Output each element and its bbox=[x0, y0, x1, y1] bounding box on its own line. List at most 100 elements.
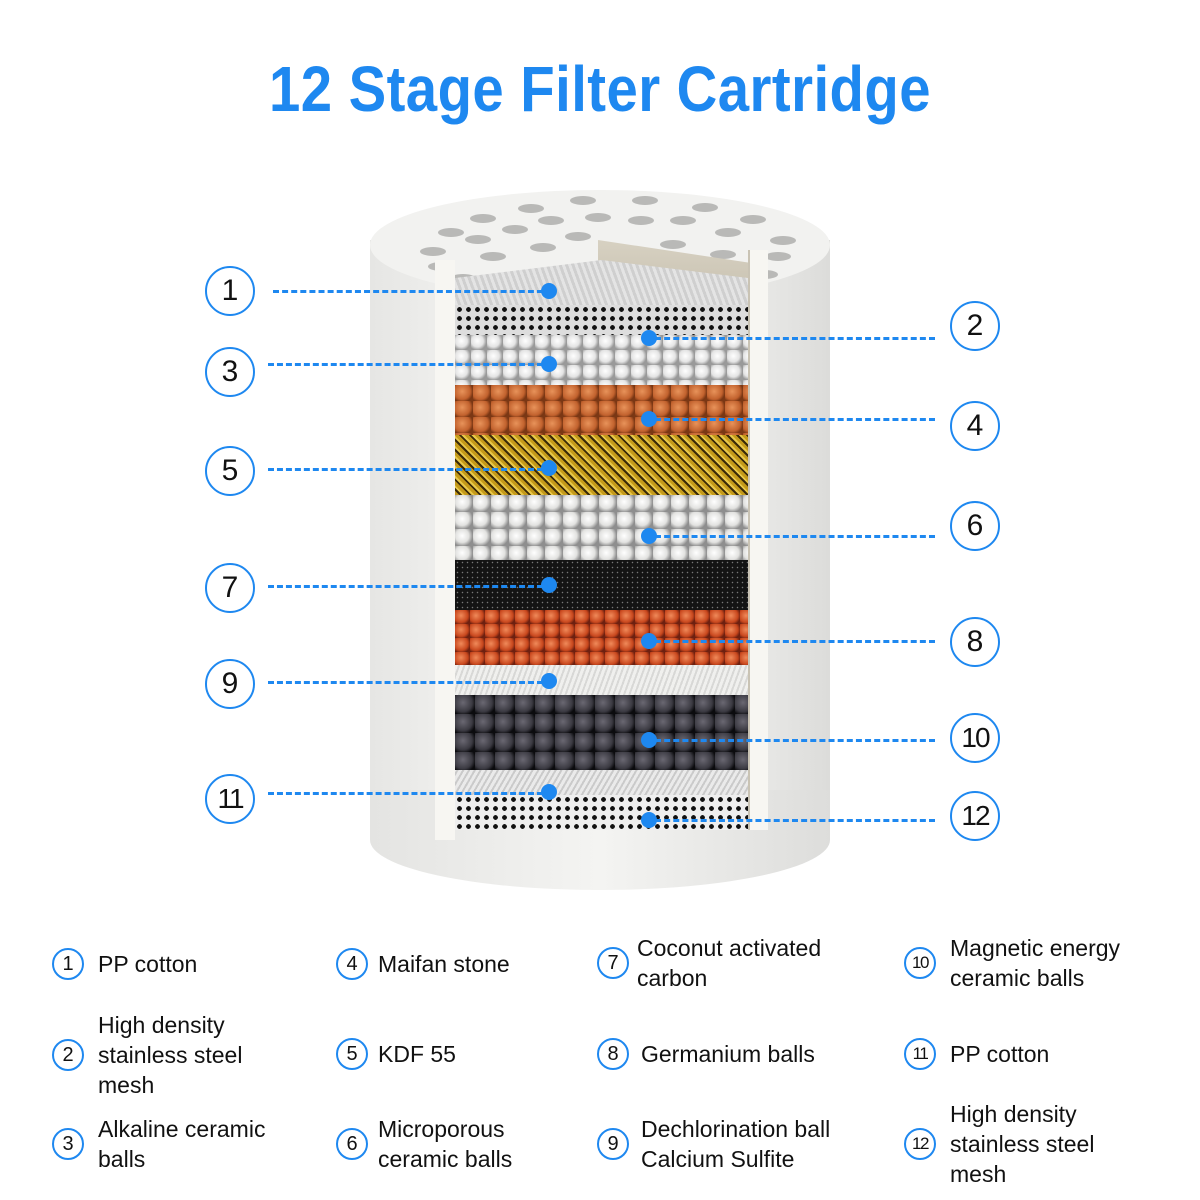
leader-line bbox=[655, 739, 935, 742]
callout-number-badge: 11 bbox=[205, 774, 255, 824]
cutaway-wall-left bbox=[435, 260, 455, 840]
cap-hole bbox=[530, 243, 556, 252]
legend-item-2: 2 High density stainless steel mesh bbox=[52, 1010, 298, 1100]
marker-dot bbox=[641, 411, 657, 427]
legend-item-11: 11 PP cotton bbox=[904, 1038, 1049, 1070]
cap-hole bbox=[715, 228, 741, 237]
callout-number-badge: 7 bbox=[205, 563, 255, 613]
page-title: 12 Stage Filter Cartridge bbox=[268, 53, 932, 125]
layer-microporous-ceramic-balls bbox=[455, 495, 748, 560]
callout-number-badge: 4 bbox=[950, 401, 1000, 451]
layer-kdf55 bbox=[455, 435, 748, 495]
cap-hole bbox=[628, 216, 654, 225]
legend-number-badge: 6 bbox=[336, 1128, 368, 1160]
cap-hole bbox=[585, 213, 611, 222]
legend-item-5: 5 KDF 55 bbox=[336, 1038, 456, 1070]
legend-label: High density stainless steel mesh bbox=[98, 1012, 243, 1098]
marker-dot bbox=[541, 283, 557, 299]
callout-number-badge: 3 bbox=[205, 347, 255, 397]
callout-number-badge: 2 bbox=[950, 301, 1000, 351]
legend-number-badge: 5 bbox=[336, 1038, 368, 1070]
cap-hole bbox=[770, 236, 796, 245]
leader-line bbox=[268, 468, 543, 471]
cap-hole bbox=[502, 225, 528, 234]
legend-label: Germanium balls bbox=[641, 1041, 815, 1067]
leader-line bbox=[655, 819, 935, 822]
marker-dot bbox=[641, 732, 657, 748]
cap-hole bbox=[565, 232, 591, 241]
legend-label: PP cotton bbox=[950, 1041, 1050, 1067]
legend-label: High density stainless steel mesh bbox=[950, 1101, 1095, 1187]
cap-hole bbox=[438, 228, 464, 237]
legend-label: Magnetic energy ceramic balls bbox=[950, 935, 1121, 991]
legend-number-badge: 9 bbox=[597, 1128, 629, 1160]
cap-hole bbox=[670, 216, 696, 225]
marker-dot bbox=[641, 330, 657, 346]
layer-maifan-stone bbox=[455, 385, 748, 435]
cap-hole bbox=[570, 196, 596, 205]
legend-number-badge: 12 bbox=[904, 1128, 936, 1160]
callout-number-badge: 5 bbox=[205, 446, 255, 496]
marker-dot bbox=[541, 356, 557, 372]
layer-pp-cotton-bottom bbox=[455, 770, 748, 795]
legend-item-12: 12 High density stainless steel mesh bbox=[904, 1099, 1150, 1189]
layer-steel-mesh-bottom bbox=[455, 795, 748, 830]
legend-item-9: 9 Dechlorination ball Calcium Sulfite bbox=[597, 1114, 881, 1174]
legend-number-badge: 2 bbox=[52, 1039, 84, 1071]
legend-item-3: 3 Alkaline ceramic balls bbox=[52, 1114, 308, 1174]
legend-item-8: 8 Germanium balls bbox=[597, 1038, 815, 1070]
leader-line bbox=[655, 640, 935, 643]
legend-label: Microporous ceramic balls bbox=[378, 1116, 513, 1172]
layer-alkaline-ceramic-balls bbox=[455, 335, 748, 385]
cap-hole bbox=[740, 215, 766, 224]
leader-line bbox=[655, 418, 935, 421]
leader-line bbox=[268, 585, 543, 588]
leader-line bbox=[655, 535, 935, 538]
legend-label: Alkaline ceramic balls bbox=[98, 1116, 266, 1172]
legend-label: Coconut activated carbon bbox=[637, 935, 822, 991]
callout-number-badge: 8 bbox=[950, 617, 1000, 667]
legend-number-badge: 4 bbox=[336, 948, 368, 980]
cutaway-wall-right bbox=[748, 250, 768, 830]
marker-dot bbox=[541, 784, 557, 800]
legend-item-7: 7 Coconut activated carbon bbox=[597, 933, 857, 993]
cap-hole bbox=[518, 204, 544, 213]
callout-number-badge: 10 bbox=[950, 713, 1000, 763]
legend-item-10: 10 Magnetic energy ceramic balls bbox=[904, 933, 1160, 993]
legend-number-badge: 8 bbox=[597, 1038, 629, 1070]
legend-item-4: 4 Maifan stone bbox=[336, 948, 510, 980]
legend-number-badge: 10 bbox=[904, 947, 936, 979]
marker-dot bbox=[641, 812, 657, 828]
callout-number-badge: 12 bbox=[950, 791, 1000, 841]
leader-line bbox=[655, 337, 935, 340]
callout-number-badge: 9 bbox=[205, 659, 255, 709]
marker-dot bbox=[541, 673, 557, 689]
marker-dot bbox=[641, 633, 657, 649]
leader-line bbox=[268, 363, 543, 366]
layer-steel-mesh-top bbox=[455, 305, 748, 335]
leader-line bbox=[268, 681, 543, 684]
legend-item-1: 1 PP cotton bbox=[52, 948, 197, 980]
cap-hole bbox=[480, 252, 506, 261]
layer-germanium-balls bbox=[455, 610, 748, 665]
cap-hole bbox=[465, 235, 491, 244]
legend-item-6: 6 Microporous ceramic balls bbox=[336, 1114, 558, 1174]
layer-calcium-sulfite bbox=[455, 665, 748, 695]
legend-number-badge: 11 bbox=[904, 1038, 936, 1070]
cap-hole bbox=[420, 247, 446, 256]
cap-hole bbox=[765, 252, 791, 261]
legend-label: Dechlorination ball Calcium Sulfite bbox=[641, 1116, 831, 1172]
marker-dot bbox=[541, 577, 557, 593]
leader-line bbox=[268, 792, 543, 795]
callout-number-badge: 1 bbox=[205, 266, 255, 316]
cap-hole bbox=[470, 214, 496, 223]
legend-number-badge: 3 bbox=[52, 1128, 84, 1160]
marker-dot bbox=[541, 460, 557, 476]
cap-hole bbox=[632, 196, 658, 205]
cap-hole bbox=[710, 250, 736, 259]
layer-magnetic-ceramic-balls bbox=[455, 695, 748, 770]
cap-hole bbox=[660, 240, 686, 249]
cap-hole bbox=[538, 216, 564, 225]
cap-hole bbox=[692, 203, 718, 212]
legend-label: Maifan stone bbox=[378, 951, 510, 977]
